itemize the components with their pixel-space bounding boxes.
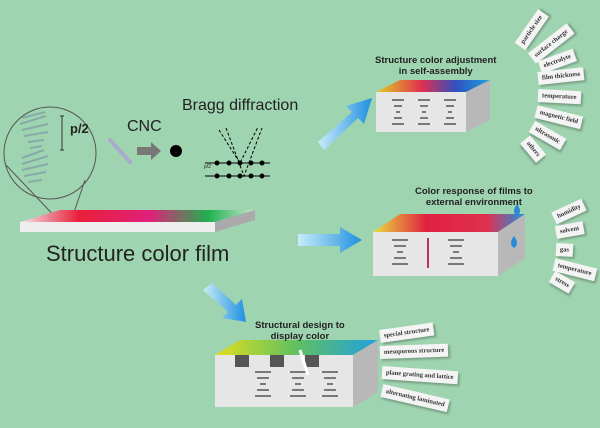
cnc-rod-icon [108, 138, 132, 164]
cnc-dot-icon [170, 145, 182, 157]
arrow-to-environment-icon [298, 227, 362, 253]
gray-arrow-icon [137, 142, 161, 160]
arrow-to-structural-design-icon [203, 283, 246, 322]
heading-line: Structural design to [255, 320, 345, 331]
heading-line: Structure color adjustment [375, 55, 497, 66]
self-assembly-box [376, 80, 490, 132]
tag-gas: gas [555, 243, 574, 257]
water-drop-icon [511, 236, 517, 248]
structural-design-box [215, 340, 378, 407]
pitch-label: p/2 [70, 121, 89, 136]
arrow-to-self-assembly-icon [318, 98, 372, 150]
bragg-diagram [205, 126, 270, 179]
heading-line: external environment [425, 197, 522, 208]
tag-mesoporous-structure: mesoporous structure [379, 343, 449, 359]
heading-line: in self-assembly [398, 66, 473, 77]
bragg-label: Bragg diffraction [182, 97, 299, 114]
structure-color-film [20, 210, 255, 232]
bragg-pitch-label: p/2 [204, 164, 211, 170]
film-label: Structure color film [46, 241, 230, 266]
tag-temperature: temperature [537, 89, 581, 105]
water-drop-icon [514, 204, 520, 216]
environment-box [373, 204, 525, 276]
heading-line: Color response of films to [415, 186, 533, 197]
cnc-label: CNC [127, 118, 162, 135]
heading-line: display color [270, 331, 330, 342]
